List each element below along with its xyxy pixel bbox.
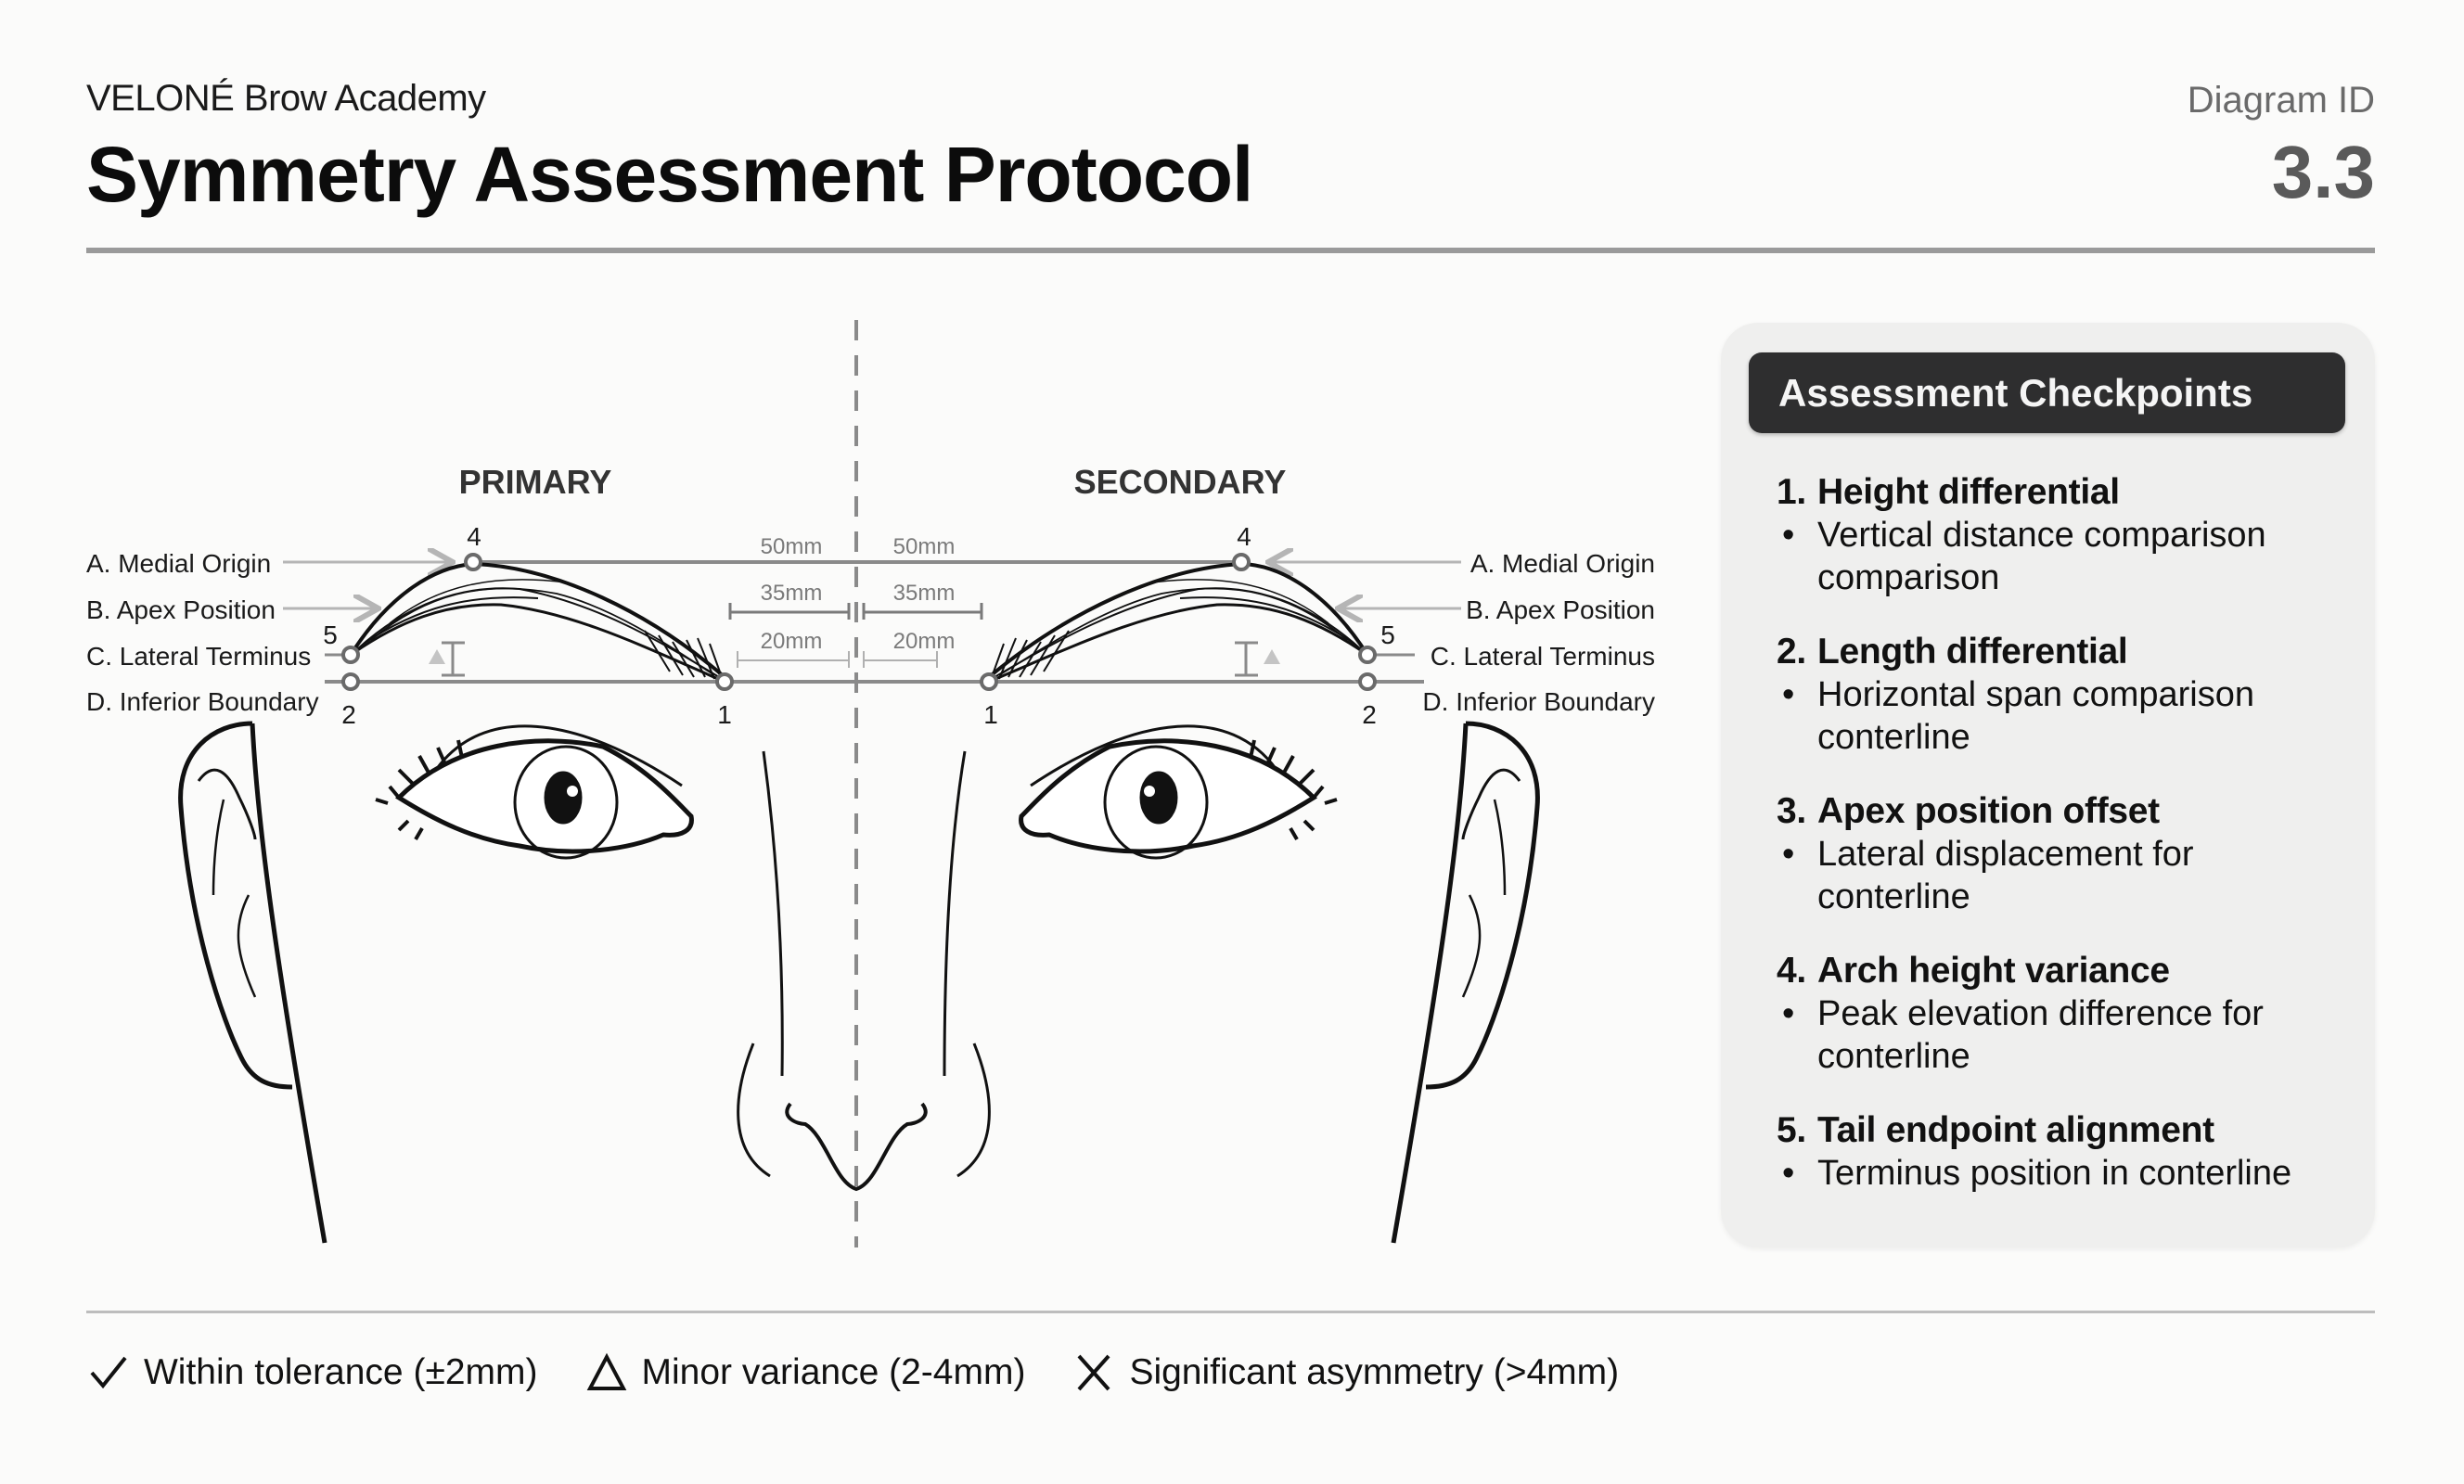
assessment-panel: Assessment Checkpoints 1. Height differen…	[1721, 323, 2375, 1247]
variance-triangle-right	[1264, 649, 1280, 664]
right-eye	[1019, 724, 1338, 860]
point-label-4-right: 4	[1237, 522, 1251, 551]
legend-label: Within tolerance (±2mm)	[144, 1352, 538, 1392]
x-icon	[1072, 1350, 1116, 1395]
point-1-left	[715, 672, 734, 691]
legend-label: Significant asymmetry (>4mm)	[1129, 1352, 1620, 1392]
checkpoint-title: Height differential	[1817, 472, 2120, 512]
checkpoint-description: Terminus position in conterline	[1817, 1154, 2292, 1193]
point-1-right	[980, 672, 998, 691]
primary-side-label: PRIMARY	[459, 463, 612, 501]
page-title: Symmetry Assessment Protocol	[86, 131, 1253, 218]
point-4-left	[464, 553, 482, 571]
left-eyebrow	[349, 561, 726, 684]
checkpoint-title: Length differential	[1817, 632, 2128, 672]
brand-name: VELONÉ Brow Academy	[86, 78, 486, 119]
checkpoint-title: Apex position offset	[1817, 791, 2160, 831]
measure-20mm-right: 20mm	[893, 629, 956, 654]
label-apex-position-left: B. Apex Position	[86, 595, 276, 624]
measure-35mm-left: 35mm	[761, 581, 823, 606]
checkpoint-item-2: 2. Length differential • Horizontal span c…	[1777, 631, 2352, 759]
point-5-right	[1358, 646, 1377, 664]
checkpoint-description: Horizontal span comparison conterline	[1817, 675, 2255, 757]
point-label-5-right: 5	[1380, 620, 1395, 649]
checkpoint-list: 1. Height differential • Vertical distance…	[1777, 471, 2352, 1226]
right-eyebrow	[987, 561, 1369, 684]
measure-20mm-left: 20mm	[761, 629, 823, 654]
face-diagram: PRIMARY SECONDARY A. Medial Origin B. Ap…	[86, 320, 1655, 1247]
measure-50mm-right: 50mm	[893, 534, 956, 559]
left-eye	[375, 724, 694, 860]
bullet-icon: •	[1782, 516, 1795, 555]
bullet-icon: •	[1782, 675, 1795, 714]
bullet-icon: •	[1782, 835, 1795, 874]
label-lateral-terminus-left: C. Lateral Terminus	[86, 642, 311, 671]
panel-title: Assessment Checkpoints	[1749, 352, 2345, 433]
checkpoint-number: 2.	[1777, 632, 1806, 672]
checkpoint-description: Peak elevation difference for conterline	[1817, 994, 2264, 1076]
bullet-icon: •	[1782, 1154, 1795, 1193]
right-ear	[1391, 721, 1540, 1244]
measure-50mm-left: 50mm	[761, 534, 823, 559]
checkpoint-description: Vertical distance comparison comparison	[1817, 516, 2266, 597]
point-label-4-left: 4	[467, 522, 481, 551]
header-divider	[86, 248, 2375, 253]
label-medial-origin-left: A. Medial Origin	[86, 549, 271, 578]
label-lateral-terminus-right: C. Lateral Terminus	[1431, 642, 1655, 671]
checkpoint-title: Tail endpoint alignment	[1817, 1110, 2214, 1150]
point-label-1-right: 1	[983, 700, 998, 729]
point-2-left	[341, 672, 360, 691]
arch-height-marker-left	[429, 641, 465, 677]
anchor-points	[341, 553, 1377, 691]
legend-significant-asymmetry: Significant asymmetry (>4mm)	[1072, 1350, 1619, 1395]
point-4-right	[1232, 553, 1251, 571]
point-5-left	[341, 646, 360, 664]
checkpoint-item-3: 3. Apex position offset • Lateral displace…	[1777, 790, 2352, 918]
arch-height-marker-right	[1235, 641, 1280, 677]
checkpoint-item-1: 1. Height differential • Vertical distance…	[1777, 471, 2352, 599]
triangle-icon	[584, 1350, 629, 1395]
point-label-1-left: 1	[717, 700, 732, 729]
left-ear	[178, 721, 327, 1244]
label-inferior-boundary-right: D. Inferior Boundary	[1422, 687, 1655, 716]
label-apex-position-right: B. Apex Position	[1466, 595, 1655, 624]
checkpoint-item-4: 4. Arch height variance • Peak elevation d…	[1777, 950, 2352, 1078]
tolerance-legend: Within tolerance (±2mm) Minor variance (…	[86, 1350, 1665, 1395]
legend-minor-variance: Minor variance (2-4mm)	[584, 1350, 1026, 1395]
check-icon	[86, 1350, 131, 1395]
secondary-side-label: SECONDARY	[1074, 463, 1287, 501]
label-inferior-boundary-left: D. Inferior Boundary	[86, 687, 319, 716]
checkpoint-description: Lateral displacement for conterline	[1817, 835, 2194, 916]
point-label-2-left: 2	[341, 700, 356, 729]
checkpoint-number: 5.	[1777, 1110, 1806, 1150]
diagram-id-label: Diagram ID	[2187, 80, 2375, 121]
point-label-5-left: 5	[323, 620, 338, 649]
footer-divider	[86, 1311, 2375, 1313]
point-label-2-right: 2	[1362, 700, 1377, 729]
legend-within-tolerance: Within tolerance (±2mm)	[86, 1350, 538, 1395]
diagram-id-value: 3.3	[2271, 131, 2375, 213]
point-2-right	[1358, 672, 1377, 691]
checkpoint-number: 1.	[1777, 472, 1806, 512]
checkpoint-item-5: 5. Tail endpoint alignment • Terminus posi…	[1777, 1109, 2352, 1195]
bullet-icon: •	[1782, 994, 1795, 1033]
measurement-bars	[728, 603, 983, 668]
checkpoint-number: 4.	[1777, 951, 1806, 991]
label-medial-origin-right: A. Medial Origin	[1470, 549, 1655, 578]
variance-triangle-left	[429, 649, 445, 664]
checkpoint-number: 3.	[1777, 791, 1806, 831]
measure-35mm-right: 35mm	[893, 581, 956, 606]
checkpoint-title: Arch height variance	[1817, 951, 2170, 991]
nose	[737, 750, 991, 1192]
legend-label: Minor variance (2-4mm)	[641, 1352, 1026, 1392]
